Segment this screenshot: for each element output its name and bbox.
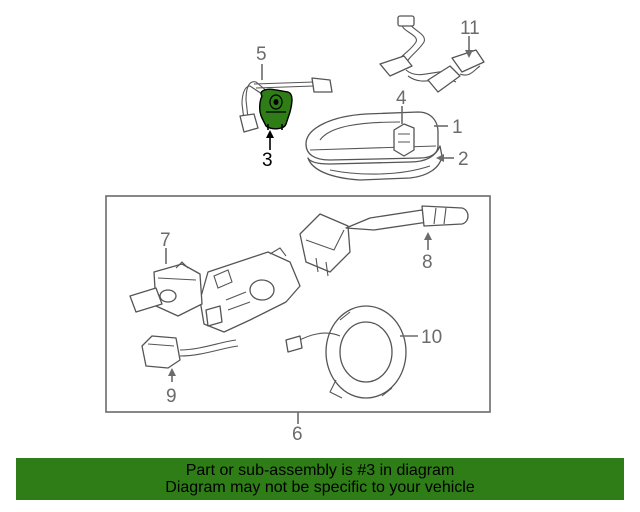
- part-4-bracket: [393, 123, 415, 157]
- callout-8: 8: [422, 252, 433, 273]
- callout-2: 2: [458, 149, 469, 170]
- arrow-8: [424, 232, 432, 240]
- arrow-2: [436, 154, 444, 162]
- arrow-11: [465, 50, 473, 58]
- part-10-spiral-cable: [285, 305, 407, 399]
- callout-1: 1: [452, 117, 463, 138]
- part-9-connector: [141, 335, 239, 369]
- part-3-sensor-highlighted: [259, 88, 293, 130]
- callout-4: 4: [396, 88, 407, 109]
- arrow-9: [168, 368, 176, 376]
- callout-7: 7: [160, 230, 171, 251]
- callout-3: 3: [262, 150, 273, 171]
- parts-diagram: 11 5 3 4 1 2 6: [105, 15, 491, 445]
- part-2-lower-cover: [307, 145, 443, 181]
- callout-10: 10: [421, 327, 442, 348]
- banner-line-2: Diagram may not be specific to your vehi…: [165, 479, 475, 496]
- callout-5: 5: [256, 44, 267, 65]
- callout-11: 11: [460, 18, 480, 39]
- info-banner: Part or sub-assembly is #3 in diagram Di…: [16, 458, 624, 500]
- switch-body-housing: [199, 247, 301, 333]
- callout-6: 6: [292, 424, 303, 445]
- part-8-lever-switch: [299, 205, 469, 277]
- arrow-3: [266, 130, 274, 138]
- banner-line-1: Part or sub-assembly is #3 in diagram: [185, 462, 455, 479]
- part-7-switch: [129, 261, 203, 317]
- part-5-sensor-wire: [239, 77, 333, 133]
- callout-9: 9: [166, 386, 177, 407]
- part-1-upper-cover: [305, 111, 439, 161]
